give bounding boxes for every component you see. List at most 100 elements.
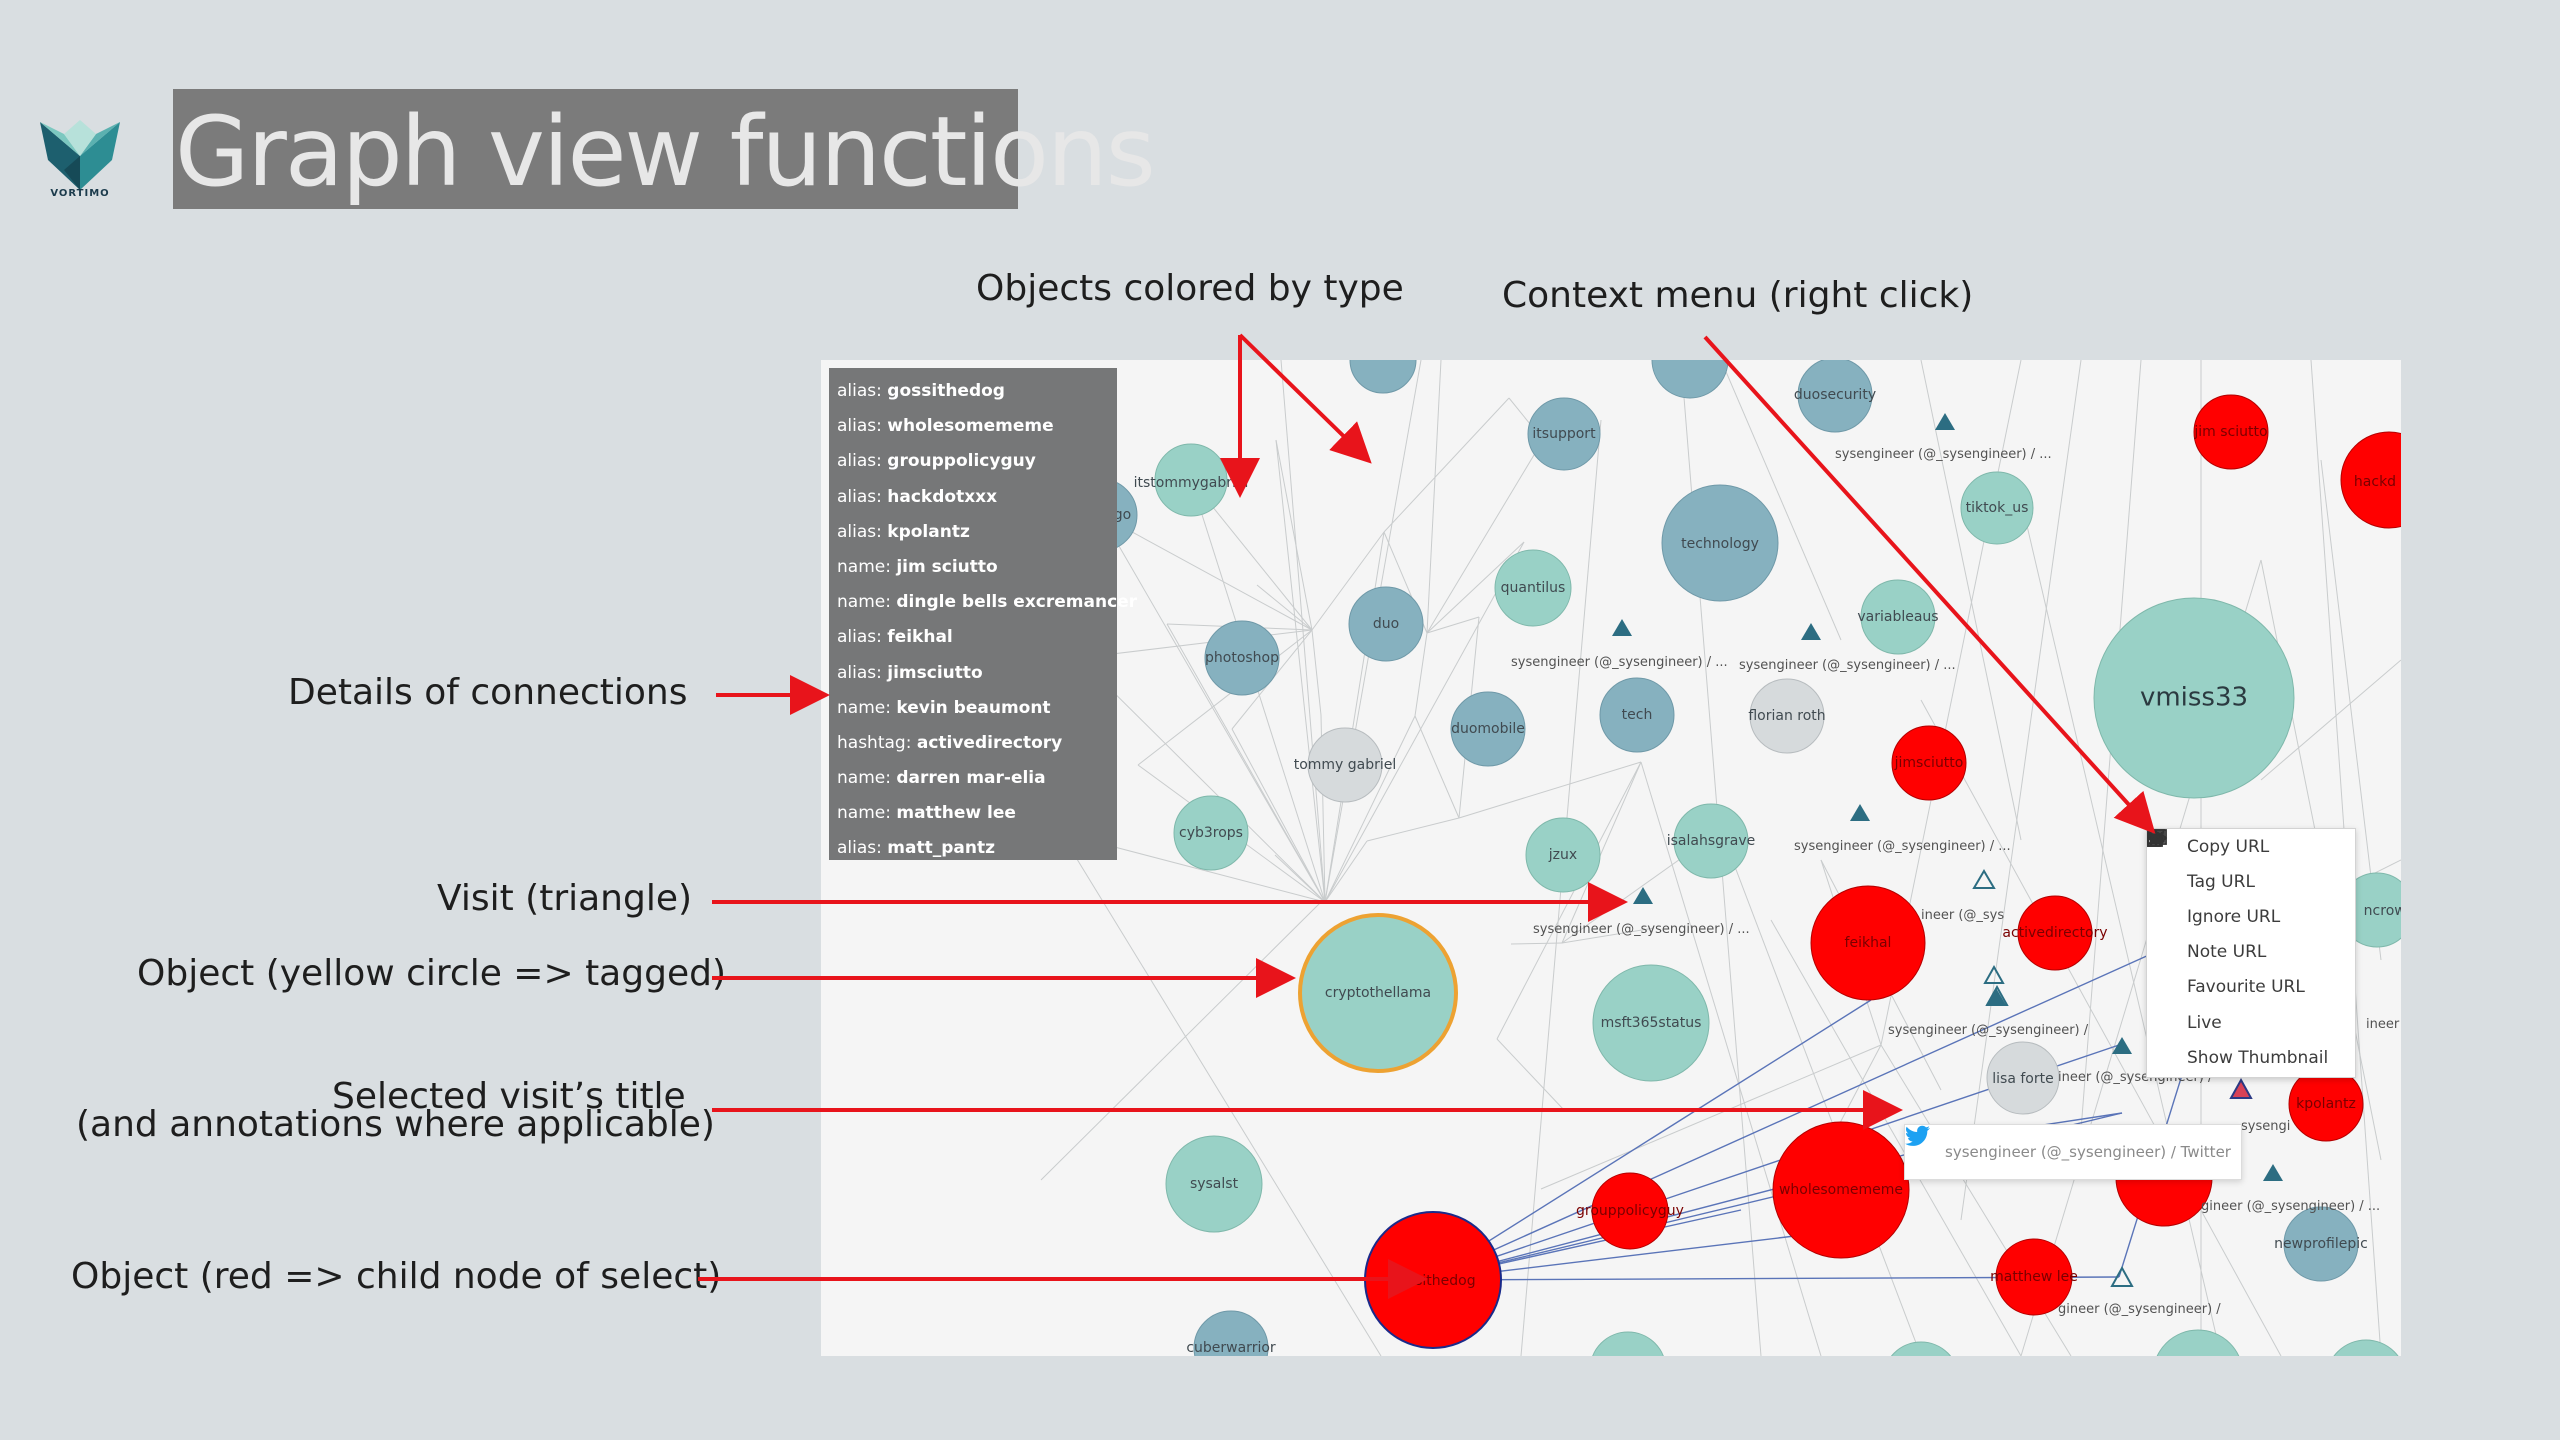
node-tech[interactable] (1599, 677, 1675, 753)
node-label: jim sciutto (2193, 424, 2267, 440)
visit-triangle[interactable] (1633, 887, 1653, 904)
menu-item-ignore-url[interactable]: Ignore URL (2147, 830, 2355, 934)
details-key: hashtag: (837, 732, 912, 753)
node-quantilus[interactable] (1494, 549, 1572, 627)
node-label: technology (1681, 536, 1759, 552)
details-key: alias: (837, 838, 882, 859)
node-jim-sciutto[interactable] (2193, 394, 2269, 470)
node-tommy-gabriel[interactable] (1307, 727, 1383, 803)
selected-visit-triangle[interactable] (2229, 1077, 2253, 1099)
node-matthew-lee[interactable] (1995, 1238, 2073, 1316)
node-label: newprofilepic (2274, 1236, 2368, 1252)
visit-triangle[interactable] (1612, 619, 1632, 636)
menu-item-favourite-url[interactable]: Favourite URL (2147, 830, 2355, 1005)
node-itsupport[interactable] (1527, 397, 1601, 471)
details-key: name: (837, 768, 891, 789)
node-grouppolicyguy[interactable] (1591, 1172, 1669, 1250)
node-label: itsupport (1532, 426, 1596, 442)
node-label: isalahsgrave (1667, 833, 1756, 849)
node-hackd[interactable] (2340, 431, 2401, 529)
callout-object-tagged: Object (yellow circle => tagged) (137, 953, 726, 994)
menu-item-live[interactable]: Live (2147, 831, 2355, 1040)
node-label: tiktok_us (1966, 500, 2029, 516)
node-newprofilepic[interactable] (2283, 1206, 2359, 1282)
visit-triangle[interactable] (2112, 1037, 2132, 1054)
visit-title-tooltip: sysengineer (@_sysengineer) / Twitter (1904, 1124, 2242, 1180)
callout-selected-title-2: (and annotations where applicable) (76, 1104, 715, 1145)
visit-label: sysengineer (@_sysengineer) / ... (1533, 922, 1750, 937)
node-label: matthew lee (1990, 1269, 2078, 1285)
menu-item-label: Note URL (2187, 942, 2267, 963)
visit-label: gineer (@_sysengineer) / ... (2201, 1199, 2380, 1214)
callout-visit: Visit (triangle) (437, 878, 693, 919)
visit-triangle-outline[interactable] (1972, 869, 1996, 889)
tag-icon (2148, 830, 2179, 893)
menu-item-label: Tag URL (2187, 871, 2255, 892)
node-label: grouppolicyguy (1576, 1203, 1684, 1219)
node-label: tommy gabriel (1294, 757, 1397, 773)
node-label: cryptothellama (1325, 985, 1431, 1001)
node-sysalst[interactable] (1165, 1135, 1263, 1233)
visit-triangle[interactable] (1986, 988, 2006, 1005)
details-row: name: matthew lee (837, 796, 1109, 831)
twitter-icon (1905, 1125, 1937, 1163)
details-key: name: (837, 697, 891, 718)
node-feikhal[interactable] (1810, 885, 1926, 1001)
details-value: matthew lee (896, 803, 1016, 824)
details-key: name: (837, 803, 891, 824)
details-row: alias: hackdotxxx (837, 480, 1109, 515)
node-label: hackd (2354, 474, 2396, 490)
visit-triangle[interactable] (1850, 804, 1870, 821)
node-label: feikhal (1845, 935, 1892, 951)
visit-label: sysengi (2241, 1119, 2290, 1134)
node-label: quantilus (1501, 580, 1566, 596)
node-label: florian roth (1748, 708, 1825, 724)
node-label: tech (1622, 707, 1653, 723)
visit-triangle[interactable] (1801, 623, 1821, 640)
graph-view[interactable]: duolingo itstommygabriel itsupport duose… (821, 360, 2401, 1356)
node-lisa-forte[interactable] (1986, 1041, 2060, 1115)
details-row: alias: gossithedog (837, 374, 1109, 409)
node-label: sysalst (1190, 1176, 1239, 1192)
node-cyb3rops[interactable] (1173, 795, 1249, 871)
node-duomobile[interactable] (1450, 691, 1526, 767)
details-row: name: jim sciutto (837, 550, 1109, 585)
visit-label: sysengineer (@_sysengineer) / (1888, 1023, 2089, 1038)
details-value: kpolantz (887, 521, 970, 542)
node-cuberwarrior[interactable] (1193, 1310, 1269, 1356)
node-wholesomememe[interactable] (1772, 1121, 1910, 1259)
menu-item-note-url[interactable]: Note URL (2147, 831, 2355, 970)
node-label: jzux (1548, 847, 1577, 863)
visit-triangle[interactable] (1935, 413, 1955, 430)
node-label: cyb3rops (1179, 825, 1243, 841)
title-background (173, 89, 1018, 209)
eye-slash-icon (2147, 830, 2179, 928)
menu-item-show-thumbnail[interactable]: Show Thumbnail (2147, 829, 2355, 1075)
menu-item-copy-url[interactable]: Copy URL (2147, 829, 2355, 864)
node-duo[interactable] (1348, 586, 1424, 662)
menu-item-label: Live (2187, 1012, 2222, 1033)
details-key: alias: (837, 381, 882, 401)
node-label: kpolantz (2296, 1096, 2356, 1112)
visit-triangle-outline[interactable] (2110, 1265, 2134, 1287)
details-row: alias: jimsciutto (837, 656, 1109, 691)
star-icon (2148, 830, 2179, 998)
node-label: gossithedog (1390, 1273, 1475, 1289)
details-key: alias: (837, 627, 882, 648)
visit-triangle[interactable] (2263, 1164, 2283, 1181)
node-activedirectory[interactable] (2017, 895, 2093, 971)
node-msft365status[interactable] (1592, 964, 1710, 1082)
connection-details-panel: alias: gossithedog alias: wholesomememe … (829, 368, 1137, 860)
callout-context-menu: Context menu (right click) (1502, 275, 1974, 316)
node-photoshop[interactable] (1204, 620, 1280, 696)
node-label: itstommygabriel (1134, 475, 1249, 491)
node-label: activedirectory (2002, 925, 2107, 941)
menu-item-label: Ignore URL (2187, 906, 2281, 927)
callout-selected-title-1: Selected visit’s title (332, 1076, 686, 1117)
node-cryptothellama[interactable] (1298, 913, 1458, 1073)
visit-label: sysengineer (@_sysengineer) / ... (1794, 839, 2011, 854)
node-jzux[interactable] (1525, 817, 1601, 893)
context-menu[interactable]: Copy URL Tag URL Ignore URL Note URL Fav… (2146, 828, 2356, 1078)
node-label: ncrowe (2364, 903, 2401, 919)
menu-item-tag-url[interactable]: Tag URL (2147, 830, 2355, 899)
